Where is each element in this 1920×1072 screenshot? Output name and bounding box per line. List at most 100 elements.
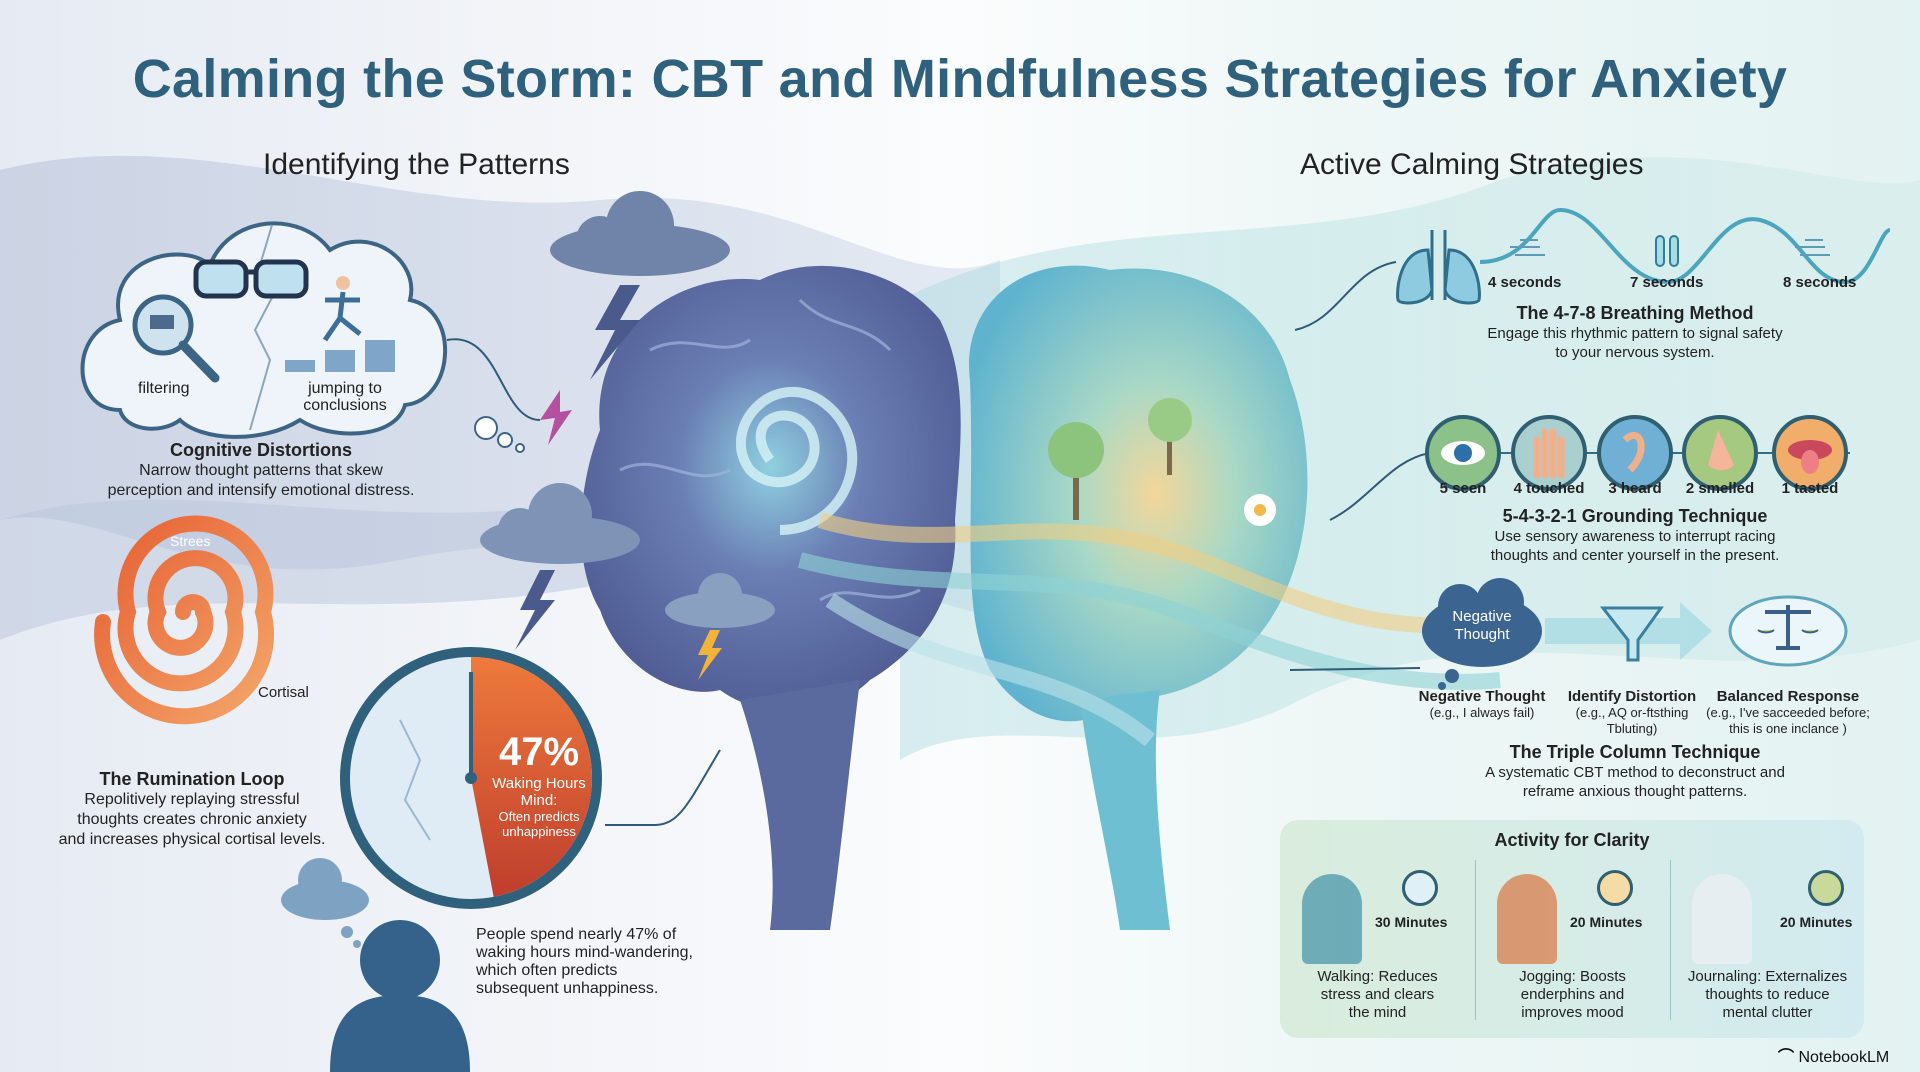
rumination-block: The Rumination Loop Repolitively replayi… [32,769,352,850]
negative-thought-cloud-text: Negative Thought [1432,608,1532,644]
activity-duration: 30 Minutes [1375,914,1448,930]
block-desc: Engage this rhythmic pattern to signal s… [1487,325,1783,342]
section-heading-patterns: Identifying the Patterns [263,148,570,181]
block-desc: and increases physical cortisal levels. [58,831,326,848]
desc-line: People spend nearly 47% of [476,926,677,943]
activity-desc: Walking: Reduces [1317,968,1438,985]
mind-wandering-clock [340,647,602,909]
desc-line: waking hours mind-wandering, [476,944,693,961]
block-desc: Repolitively replaying stressful [84,791,300,808]
grounding-block: 5-4-3-2-1 Grounding Technique Use sensor… [1445,506,1825,565]
clock-line: Often predicts [498,809,580,824]
column-title: Balanced Response [1716,688,1860,705]
activity-desc: the mind [1348,1004,1407,1021]
column-sub: (e.g., I always fail) [1429,705,1535,720]
block-desc: Use sensory awareness to interrupt racin… [1494,528,1776,545]
jogging-person-icon [1497,874,1557,964]
breathing-block: The 4-7-8 Breathing Method Engage this r… [1445,303,1825,362]
activity-duration: 20 Minutes [1570,914,1643,930]
block-title: The Rumination Loop [99,769,285,789]
block-desc: thoughts creates chronic anxiety [77,811,307,828]
triple-column-2: Identify Distortion (e.g., AQ or-ftsthin… [1552,688,1712,737]
column-sub: this is one inclance ) [1729,721,1847,736]
person-silhouette-icon [330,920,470,1072]
triple-column-3: Balanced Response (e.g., I've sacceeded … [1698,688,1878,737]
activity-duration: 20 Minutes [1780,914,1853,930]
lungs-icon [1396,230,1481,305]
filtering-label: filtering [138,380,190,397]
block-desc: Narrow thought patterns that skew [139,462,383,479]
sense-label: 5 seen [1439,480,1487,497]
sense-label: 4 touched [1513,480,1585,497]
column-sub: (e.g., I've sacceeded before; [1706,705,1870,720]
activity-desc: enderphins and [1520,986,1625,1003]
activity-desc: mental clutter [1722,1004,1813,1021]
percent-slice [471,657,592,897]
block-title: 5-4-3-2-1 Grounding Technique [1502,506,1768,526]
cortisol-label: Cortisal [258,684,309,701]
block-desc: thoughts and center yourself in the pres… [1490,547,1780,564]
activity-desc: thoughts to reduce [1705,986,1830,1003]
desc-line: subsequent unhappiness. [476,980,659,997]
jumping-label: jumping to conclusions [303,380,387,414]
breath-step-exhale: 8 seconds [1783,274,1857,291]
sense-circles [1425,415,1850,491]
magnifier-icon [132,294,220,383]
block-desc: A systematic CBT method to deconstruct a… [1485,764,1785,781]
activity-panel: Activity for Clarity 30 Minutes Walking:… [1280,820,1864,1038]
jumping-figure-icon [285,276,395,372]
journal-icon [1692,874,1752,964]
block-desc: to your nervous system. [1555,344,1715,361]
pause-icon [1655,235,1679,267]
clock-line: unhappiness [502,824,576,839]
sense-label: 2 smelled [1685,480,1755,497]
broken-glasses-icon [193,259,309,299]
activity-item: 20 Minutes Jogging: Boosts enderphins an… [1475,860,1670,1030]
activity-title: Activity for Clarity [1494,830,1650,850]
breath-step-inhale: 4 seconds [1488,274,1562,291]
activity-desc: improves mood [1521,1004,1624,1021]
breath-step-hold: 7 seconds [1630,274,1704,291]
column-title: Negative Thought [1418,688,1546,705]
block-title: The Triple Column Technique [1509,742,1761,762]
negative-thought-cloud [1422,578,1542,690]
percent-value: 47% [498,730,580,774]
column-sub: Tbluting) [1606,721,1658,736]
clock-line: Waking Hours [492,775,586,792]
column-title: Identify Distortion [1567,688,1697,705]
breathing-wave [1479,207,1891,285]
clock-icon [1808,870,1844,906]
clock-icon [1597,870,1633,906]
activity-item: 30 Minutes Walking: Reduces stress and c… [1280,860,1475,1030]
brand-name: NotebookLM [1798,1049,1890,1066]
funnel-icon [1599,606,1664,662]
mind-wandering-desc: People spend nearly 47% of waking hours … [476,926,736,998]
activity-item: 20 Minutes Journaling: Externalizes thou… [1670,860,1865,1030]
inhale-wind-icon [1510,239,1830,256]
cognitive-distortions-block: Cognitive Distortions Narrow thought pat… [61,440,461,501]
block-title: The 4-7-8 Breathing Method [1516,303,1754,323]
triple-column-1: Negative Thought (e.g., I always fail) [1402,688,1562,721]
triple-block: The Triple Column Technique A systematic… [1445,742,1825,801]
clock-label: 47% Waking Hours Mind: Often predicts un… [479,730,599,839]
walking-person-icon [1302,874,1362,964]
sense-label: 3 heard [1608,480,1662,497]
activity-desc: Journaling: Externalizes [1687,968,1848,985]
activity-desc: stress and clears [1320,986,1435,1003]
cloud-line: Thought [1454,626,1510,643]
clock-line: Mind: [520,792,558,809]
block-title: Cognitive Distortions [169,440,352,460]
page-title: Calming the Storm: CBT and Mindfulness S… [132,49,1788,109]
column-sub: (e.g., AQ or-ftsthing [1575,705,1689,720]
notebooklm-icon: ⌒ [1778,1049,1799,1066]
balance-scale-cloud [1728,595,1848,667]
notebooklm-logo: ⌒ NotebookLM [1778,1043,1889,1067]
thought-cloud [80,221,525,453]
cloud-line: Negative [1452,608,1512,625]
block-desc: reframe anxious thought patterns. [1522,783,1748,800]
stress-label: Strees [170,533,211,549]
small-thought-cloud [281,858,369,948]
block-desc: perception and intensify emotional distr… [107,482,415,499]
section-heading-strategies: Active Calming Strategies [1300,148,1644,181]
